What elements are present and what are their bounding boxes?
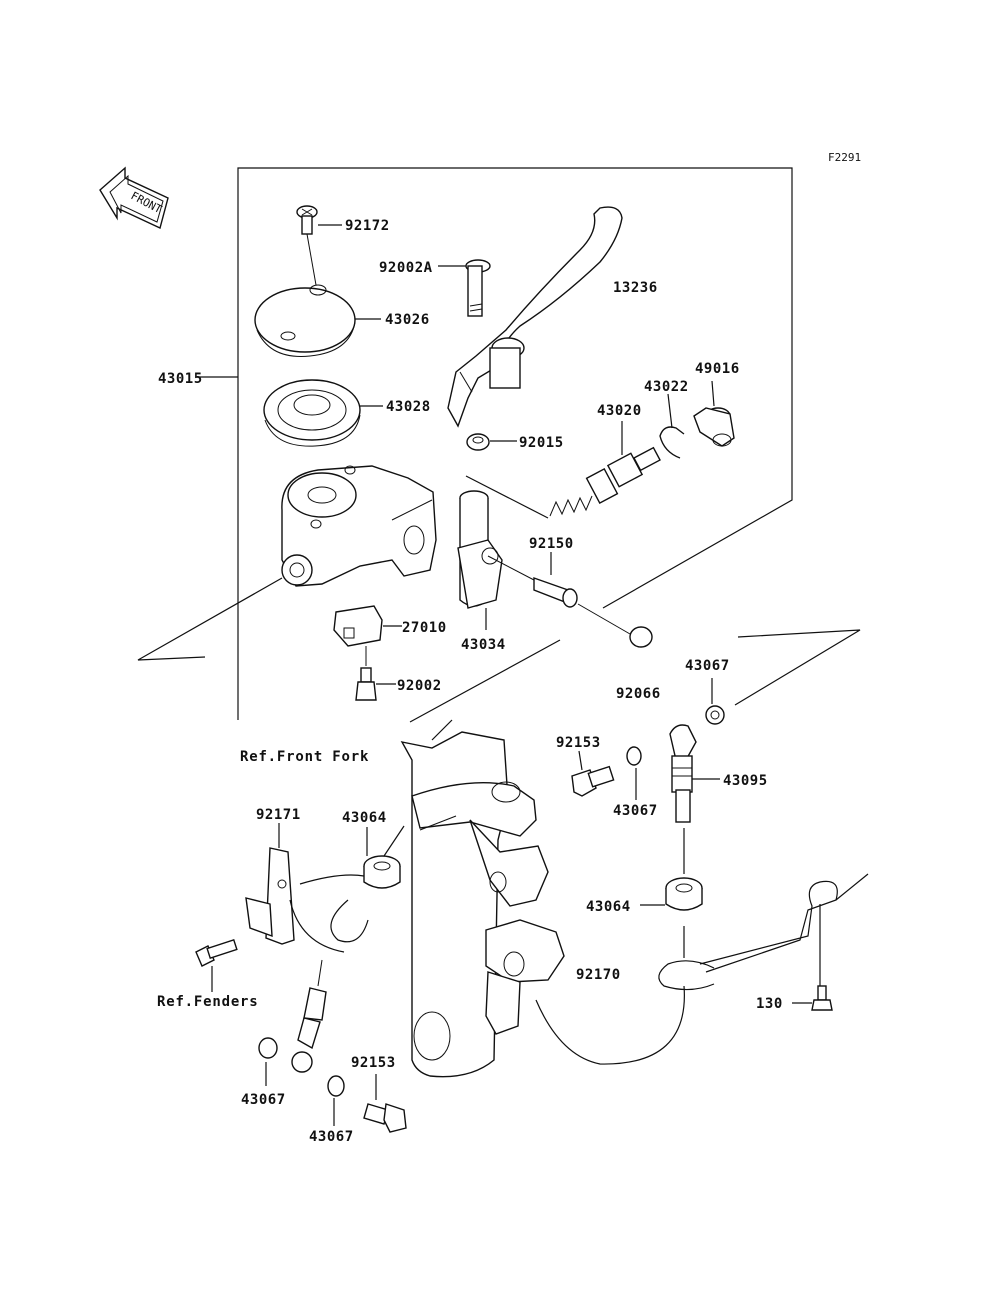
label-92150: 92150 (529, 536, 574, 552)
label-43034: 43034 (461, 637, 506, 653)
washer-43067-a (705, 678, 725, 725)
hose-fitting-43095 (669, 724, 720, 874)
grommet-43064-b (640, 877, 703, 958)
grommet-43064-a (363, 825, 405, 889)
washer-43067-b (626, 746, 642, 800)
label-92153-a: 92153 (556, 735, 601, 751)
label-92153-b: 92153 (351, 1055, 396, 1071)
bolt-92153-a (571, 750, 615, 797)
clamp-43034 (457, 490, 503, 630)
pivot-bolt-92002A (438, 259, 491, 317)
perspective-guides (137, 475, 861, 723)
front-arrow-icon: FRONT (99, 166, 169, 229)
bracket-92171 (245, 823, 295, 945)
label-43028: 43028 (386, 399, 431, 415)
piston-43020 (549, 421, 661, 517)
brake-lever-13236 (447, 206, 623, 428)
label-43026: 43026 (385, 312, 430, 328)
switch-27010 (333, 605, 402, 666)
label-43095: 43095 (723, 773, 768, 789)
label-43067-a: 43067 (685, 658, 730, 674)
label-92170: 92170 (576, 967, 621, 983)
label-27010: 27010 (402, 620, 447, 636)
label-43064-a: 43064 (342, 810, 387, 826)
bolt-92153-b (363, 1074, 407, 1133)
label-43067-d: 43067 (309, 1129, 354, 1145)
label-92002A: 92002A (379, 260, 433, 276)
label-43022: 43022 (644, 379, 689, 395)
ref-fenders: Ref.Fenders (157, 994, 259, 1010)
nut-92015 (466, 433, 517, 451)
washer-43067-c (258, 1037, 278, 1086)
assembly-bracket (196, 167, 793, 720)
label-92002: 92002 (397, 678, 442, 694)
ref-front-fork: Ref.Front Fork (240, 749, 369, 765)
label-13236: 13236 (613, 280, 658, 296)
diaphragm-43028 (263, 379, 383, 447)
label-43067-b: 43067 (613, 803, 658, 819)
figure-code: F2291 (828, 151, 861, 164)
screw-92002 (355, 667, 396, 701)
circlip-43022 (659, 393, 685, 459)
label-43064-b: 43064 (586, 899, 631, 915)
label-43067-c: 43067 (241, 1092, 286, 1108)
washer-43067-d (327, 1075, 345, 1126)
cap-92066 (629, 626, 653, 648)
label-49016: 49016 (695, 361, 740, 377)
master-cylinder-body (281, 465, 437, 587)
label-92015: 92015 (519, 435, 564, 451)
front-fork (400, 719, 565, 1078)
label-92172: 92172 (345, 218, 390, 234)
bolt-92150 (487, 552, 631, 635)
bolt-left (195, 939, 238, 992)
hose-clamp-92170 (535, 873, 869, 1065)
label-43020: 43020 (597, 403, 642, 419)
boot-49016 (693, 380, 735, 447)
label-92171: 92171 (256, 807, 301, 823)
label-130: 130 (756, 996, 783, 1012)
brake-hose-left (289, 815, 457, 1073)
label-92066: 92066 (616, 686, 661, 702)
reservoir-cap-43026 (254, 284, 381, 357)
bolt-130 (792, 985, 833, 1011)
screw-92172 (296, 205, 342, 286)
label-43015: 43015 (158, 371, 203, 387)
